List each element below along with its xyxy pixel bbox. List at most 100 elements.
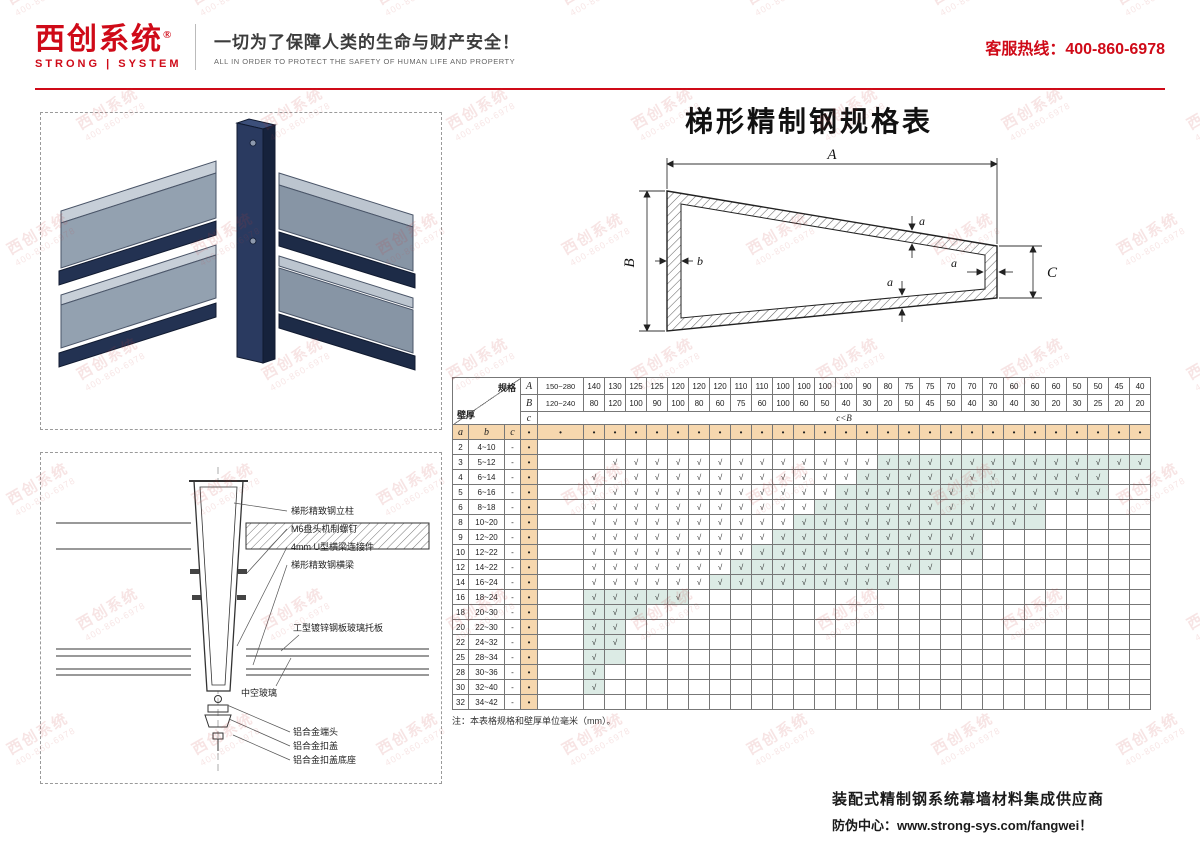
empty-cell [604,649,627,665]
empty-cell [1087,634,1110,650]
b-range: 14~22 [468,559,505,575]
empty-cell [688,664,711,680]
empty-cell [1129,604,1152,620]
a-value: 12 [452,559,469,575]
empty-cell [688,439,711,455]
check-cell: √ [751,469,774,485]
empty-cell [1066,679,1089,695]
empty-cell [1087,529,1110,545]
check-cell: √ [919,484,942,500]
empty-cell [1108,649,1131,665]
b-range: 34~42 [468,694,505,710]
check-cell: √ [856,454,879,470]
empty-cell [877,664,900,680]
bullet-cell: • [772,424,795,440]
empty-cell [940,604,963,620]
b-range: 4~10 [468,439,505,455]
empty-cell [751,664,774,680]
bullet-cell: • [940,424,963,440]
check-cell: √ [877,484,900,500]
spec-a-value: 70 [982,377,1005,395]
check-cell: √ [772,514,795,530]
empty-cell [1003,619,1026,635]
header-B-label: B [520,394,539,412]
glass-panels [60,160,414,354]
check-cell: √ [625,514,648,530]
empty-cell [814,679,837,695]
check-cell: √ [940,529,963,545]
check-cell: √ [982,514,1005,530]
empty-cell [1024,514,1047,530]
empty-cell [751,694,774,710]
check-cell: √ [667,454,690,470]
c-value: - [503,649,522,665]
empty-cell [982,544,1005,560]
check-cell: √ [604,499,627,515]
c-value: - [503,499,522,515]
empty-cell [835,694,858,710]
trapezoid-diagram-svg: A B C b a a a [622,147,1058,332]
bullet-cell: • [856,424,879,440]
check-cell: √ [961,514,984,530]
empty-cell [1108,559,1131,575]
empty-cell [537,484,585,500]
check-cell: √ [835,514,858,530]
spec-b-value: 20 [1045,394,1068,412]
bullet-cell: • [1087,424,1110,440]
empty-cell [709,604,732,620]
ceiling-slab [56,522,430,550]
empty-cell [1066,589,1089,605]
a-value: 18 [452,604,469,620]
empty-cell [583,454,606,470]
isometric-drawing-box [40,112,442,430]
empty-cell [1108,619,1131,635]
empty-cell [1087,439,1110,455]
check-cell: √ [583,649,606,665]
bullet-cell: • [520,694,539,710]
check-cell: √ [982,469,1005,485]
c-value: - [503,529,522,545]
empty-cell [1108,499,1131,515]
empty-cell [1045,514,1068,530]
spec-b-value: 80 [688,394,711,412]
empty-cell [856,664,879,680]
check-cell: √ [772,469,795,485]
empty-cell [1066,664,1089,680]
logo-english: STRONG | SYSTEM [35,57,182,70]
check-cell: √ [583,559,606,575]
a-value: 25 [452,649,469,665]
check-cell: √ [856,544,879,560]
check-cell: √ [793,559,816,575]
bullet-cell: • [898,424,921,440]
spec-a-value: 130 [604,377,627,395]
mullion-section [189,480,248,692]
empty-cell [667,634,690,650]
empty-cell [583,694,606,710]
empty-cell [835,619,858,635]
check-cell: √ [814,484,837,500]
check-cell: √ [940,514,963,530]
a-value: 3 [452,454,469,470]
check-cell: √ [793,514,816,530]
a-value: 10 [452,544,469,560]
bullet-cell: • [520,619,539,635]
spec-b-value: 50 [814,394,837,412]
empty-cell [793,439,816,455]
b-range: 5~12 [468,454,505,470]
check-cell: √ [604,619,627,635]
spec-a-value: 100 [835,377,858,395]
empty-cell [1108,694,1131,710]
empty-cell [835,664,858,680]
empty-cell [1108,529,1131,545]
spec-b-value: 40 [1003,394,1026,412]
dim-A: A [826,147,837,163]
empty-cell [898,604,921,620]
spec-a-value: 140 [583,377,606,395]
check-cell: √ [688,574,711,590]
empty-cell [793,694,816,710]
empty-cell [537,694,585,710]
